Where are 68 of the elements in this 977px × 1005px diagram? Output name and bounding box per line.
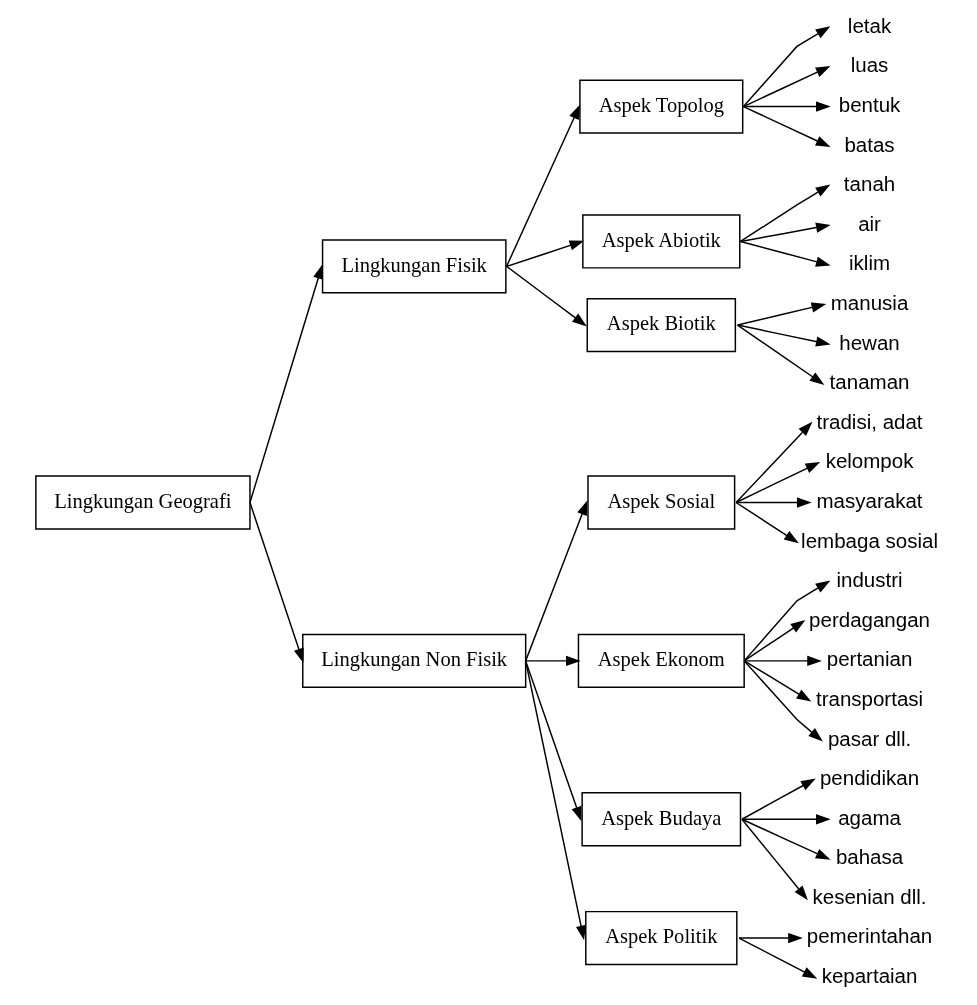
arrow — [742, 580, 830, 662]
node-text: bahasa — [835, 845, 903, 869]
node-box: Lingkungan Non Fisik — [301, 633, 526, 688]
node-text: kesenian dll. — [812, 884, 927, 908]
arrow — [524, 660, 581, 822]
node-text: pendidikan — [819, 766, 919, 790]
node-text: iklim — [848, 251, 890, 275]
node-text: kelompok — [825, 449, 913, 473]
arrow — [736, 302, 826, 326]
node-text: kepartaian — [821, 964, 917, 988]
arrow — [734, 501, 799, 544]
arrow — [734, 461, 820, 504]
node-text: batas — [843, 132, 895, 156]
node-box: Aspek Politik — [584, 910, 738, 966]
arrow — [505, 240, 584, 268]
node-box: Lingkungan Fisik — [321, 239, 507, 294]
node-text: industri — [835, 568, 903, 592]
node-text: manusia — [830, 290, 908, 314]
node-text: pasar dll. — [827, 726, 911, 750]
arrow — [505, 265, 587, 327]
arrow — [737, 937, 817, 979]
arrow — [739, 240, 831, 267]
node-text: luas — [850, 53, 888, 77]
node-text: masyarakat — [816, 488, 923, 512]
arrow — [740, 818, 830, 860]
arrow — [742, 660, 823, 742]
arrow — [740, 778, 816, 820]
arrow — [736, 324, 831, 347]
node-text: tradisi, adat — [816, 409, 923, 433]
node-text: bentuk — [838, 92, 900, 116]
node-box: Aspek Abiotik — [581, 214, 740, 269]
arrow — [734, 497, 812, 508]
arrow — [742, 66, 830, 108]
arrow — [742, 655, 822, 666]
node-text: hewan — [838, 330, 900, 354]
arrow — [742, 101, 831, 112]
arrow — [248, 264, 323, 504]
arrow — [737, 932, 803, 944]
arrow — [742, 105, 830, 148]
node-text: tanah — [843, 172, 895, 196]
node-box: Aspek Sosial — [586, 475, 735, 530]
arrow — [736, 324, 824, 385]
node-text: air — [857, 211, 881, 235]
arrow — [734, 421, 812, 504]
node-text: agama — [837, 805, 901, 829]
arrow — [524, 660, 586, 941]
node-text: letak — [847, 13, 891, 37]
node-text: transportasi — [815, 686, 923, 710]
node-box: Aspek Ekonom — [577, 633, 745, 688]
arrow — [742, 620, 805, 662]
arrow — [742, 26, 830, 108]
arrow — [505, 104, 580, 268]
arrow — [742, 660, 811, 702]
arrow — [739, 184, 830, 243]
arrow — [248, 501, 304, 663]
node-text: pemerintahan — [806, 924, 932, 948]
node-box: Aspek Budaya — [580, 792, 741, 847]
node-text: lembaga sosial — [800, 528, 938, 552]
node-text: pertanian — [826, 647, 912, 671]
arrow — [524, 655, 581, 666]
node-text: perdagangan — [808, 607, 930, 631]
node-box: Aspek Topolog — [578, 79, 743, 134]
arrow — [740, 818, 808, 901]
arrow — [739, 222, 831, 243]
arrow — [524, 500, 587, 662]
node-box: Aspek Biotik — [586, 297, 736, 353]
node-box: Lingkungan Geografi — [34, 475, 251, 530]
node-text: tanaman — [829, 370, 909, 394]
